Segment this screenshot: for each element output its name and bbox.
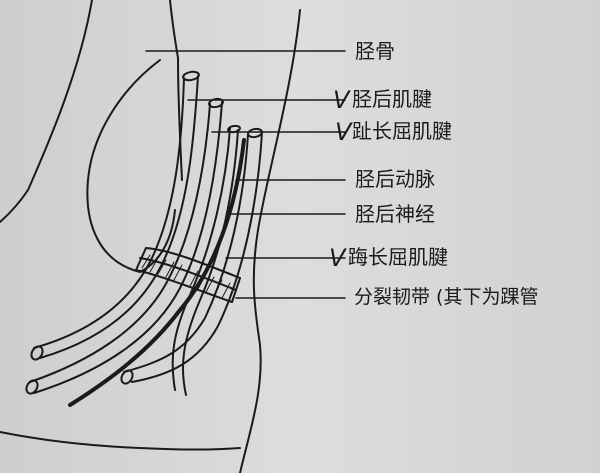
check-mark-flexor-hallucis-longus: V: [329, 244, 346, 272]
label-tibialis-posterior-tendon: 胫后肌腱: [352, 87, 432, 111]
leg-outline-right: [239, 9, 301, 473]
check-mark-tibialis-posterior: V: [333, 86, 350, 114]
leg-outline-left: [0, 0, 93, 223]
check-mark-flexor-digitorum-longus: V: [335, 118, 352, 146]
tibia-line: [169, 0, 179, 59]
label-tibia: 胫骨: [355, 39, 395, 63]
pointer-lines: [145, 50, 346, 299]
tendon-flexor-hallucis-longus: [120, 127, 263, 385]
label-posterior-tibial-artery: 胫后动脉: [355, 167, 435, 191]
label-flexor-retinaculum: 分裂韧带 (其下为踝管: [354, 286, 539, 308]
deep-fascia-line: [68, 138, 246, 407]
bone-inner-line: [177, 57, 183, 181]
label-tibial-nerve: 胫后神经: [355, 202, 435, 226]
heel-outline: [0, 431, 241, 451]
flexor-retinaculum-band: [135, 247, 241, 303]
label-flexor-hallucis-longus-tendon: 踇长屈肌腱: [348, 245, 448, 269]
medial-malleolus: [86, 59, 176, 273]
label-flexor-digitorum-longus-tendon: 趾长屈肌腱: [352, 119, 452, 143]
tendon-tibialis-posterior: [30, 70, 200, 361]
